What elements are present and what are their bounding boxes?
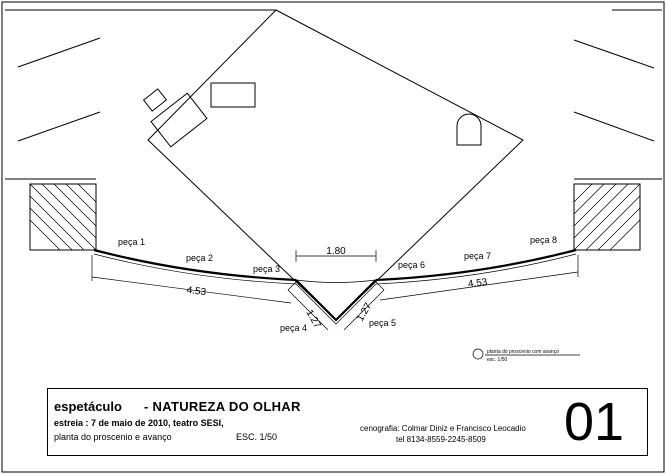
piece-label-3: peça 3	[253, 264, 280, 274]
piece-label-4: peça 4	[280, 323, 307, 333]
platform-corner	[147, 139, 151, 143]
sheet-number: 01	[564, 392, 625, 452]
piece-label-5: peça 5	[369, 318, 396, 328]
credits: cenografia: Colmar Diniz e Francisco Leo…	[360, 424, 526, 433]
left-stair	[29, 183, 97, 251]
piece-label-7: peça 7	[464, 251, 491, 261]
arch-prop	[456, 113, 482, 146]
piece-label-2: peça 2	[186, 253, 213, 263]
proscenium-thrust	[93, 248, 577, 325]
legend-line-1: planta do proscenio com avanço	[487, 349, 559, 355]
show-title: - NATUREZA DO OLHAR	[144, 399, 301, 414]
table-prop	[210, 82, 256, 108]
show-label: espetáculo	[54, 399, 122, 414]
piece-label-8: peça 8	[530, 235, 557, 245]
piece-label-6: peça 6	[398, 260, 425, 270]
dimension-right-run	[379, 255, 579, 301]
premiere-info: estreia : 7 de maio de 2010, teatro SESI…	[54, 418, 224, 428]
legend-marker-icon	[472, 348, 484, 360]
legend-line-2: esc. 1/50	[487, 357, 508, 363]
dim-left-run-label: 4.53	[186, 285, 207, 298]
plan-name: planta do proscenio e avanço	[54, 432, 172, 442]
dimension-left-run	[91, 255, 292, 304]
scale-label: ESC. 1/50	[236, 432, 278, 442]
chair-prop	[142, 88, 208, 148]
piece-label-1: peça 1	[118, 237, 145, 247]
stage-platform	[147, 9, 524, 321]
right-seating-lines	[573, 39, 655, 142]
dimension-left-segment	[287, 281, 329, 331]
left-seating-lines	[17, 37, 101, 142]
dim-right-run-label: 4.53	[467, 277, 488, 290]
dimension-opening	[295, 250, 377, 262]
dim-opening-label: 1.80	[326, 246, 346, 257]
dimension-right-segment	[343, 281, 385, 331]
title-block: espetáculo - NATUREZA DO OLHAR estreia :…	[47, 388, 648, 456]
phone: tel 8134-8559-2245-8509	[396, 435, 486, 444]
right-stair	[573, 183, 641, 251]
